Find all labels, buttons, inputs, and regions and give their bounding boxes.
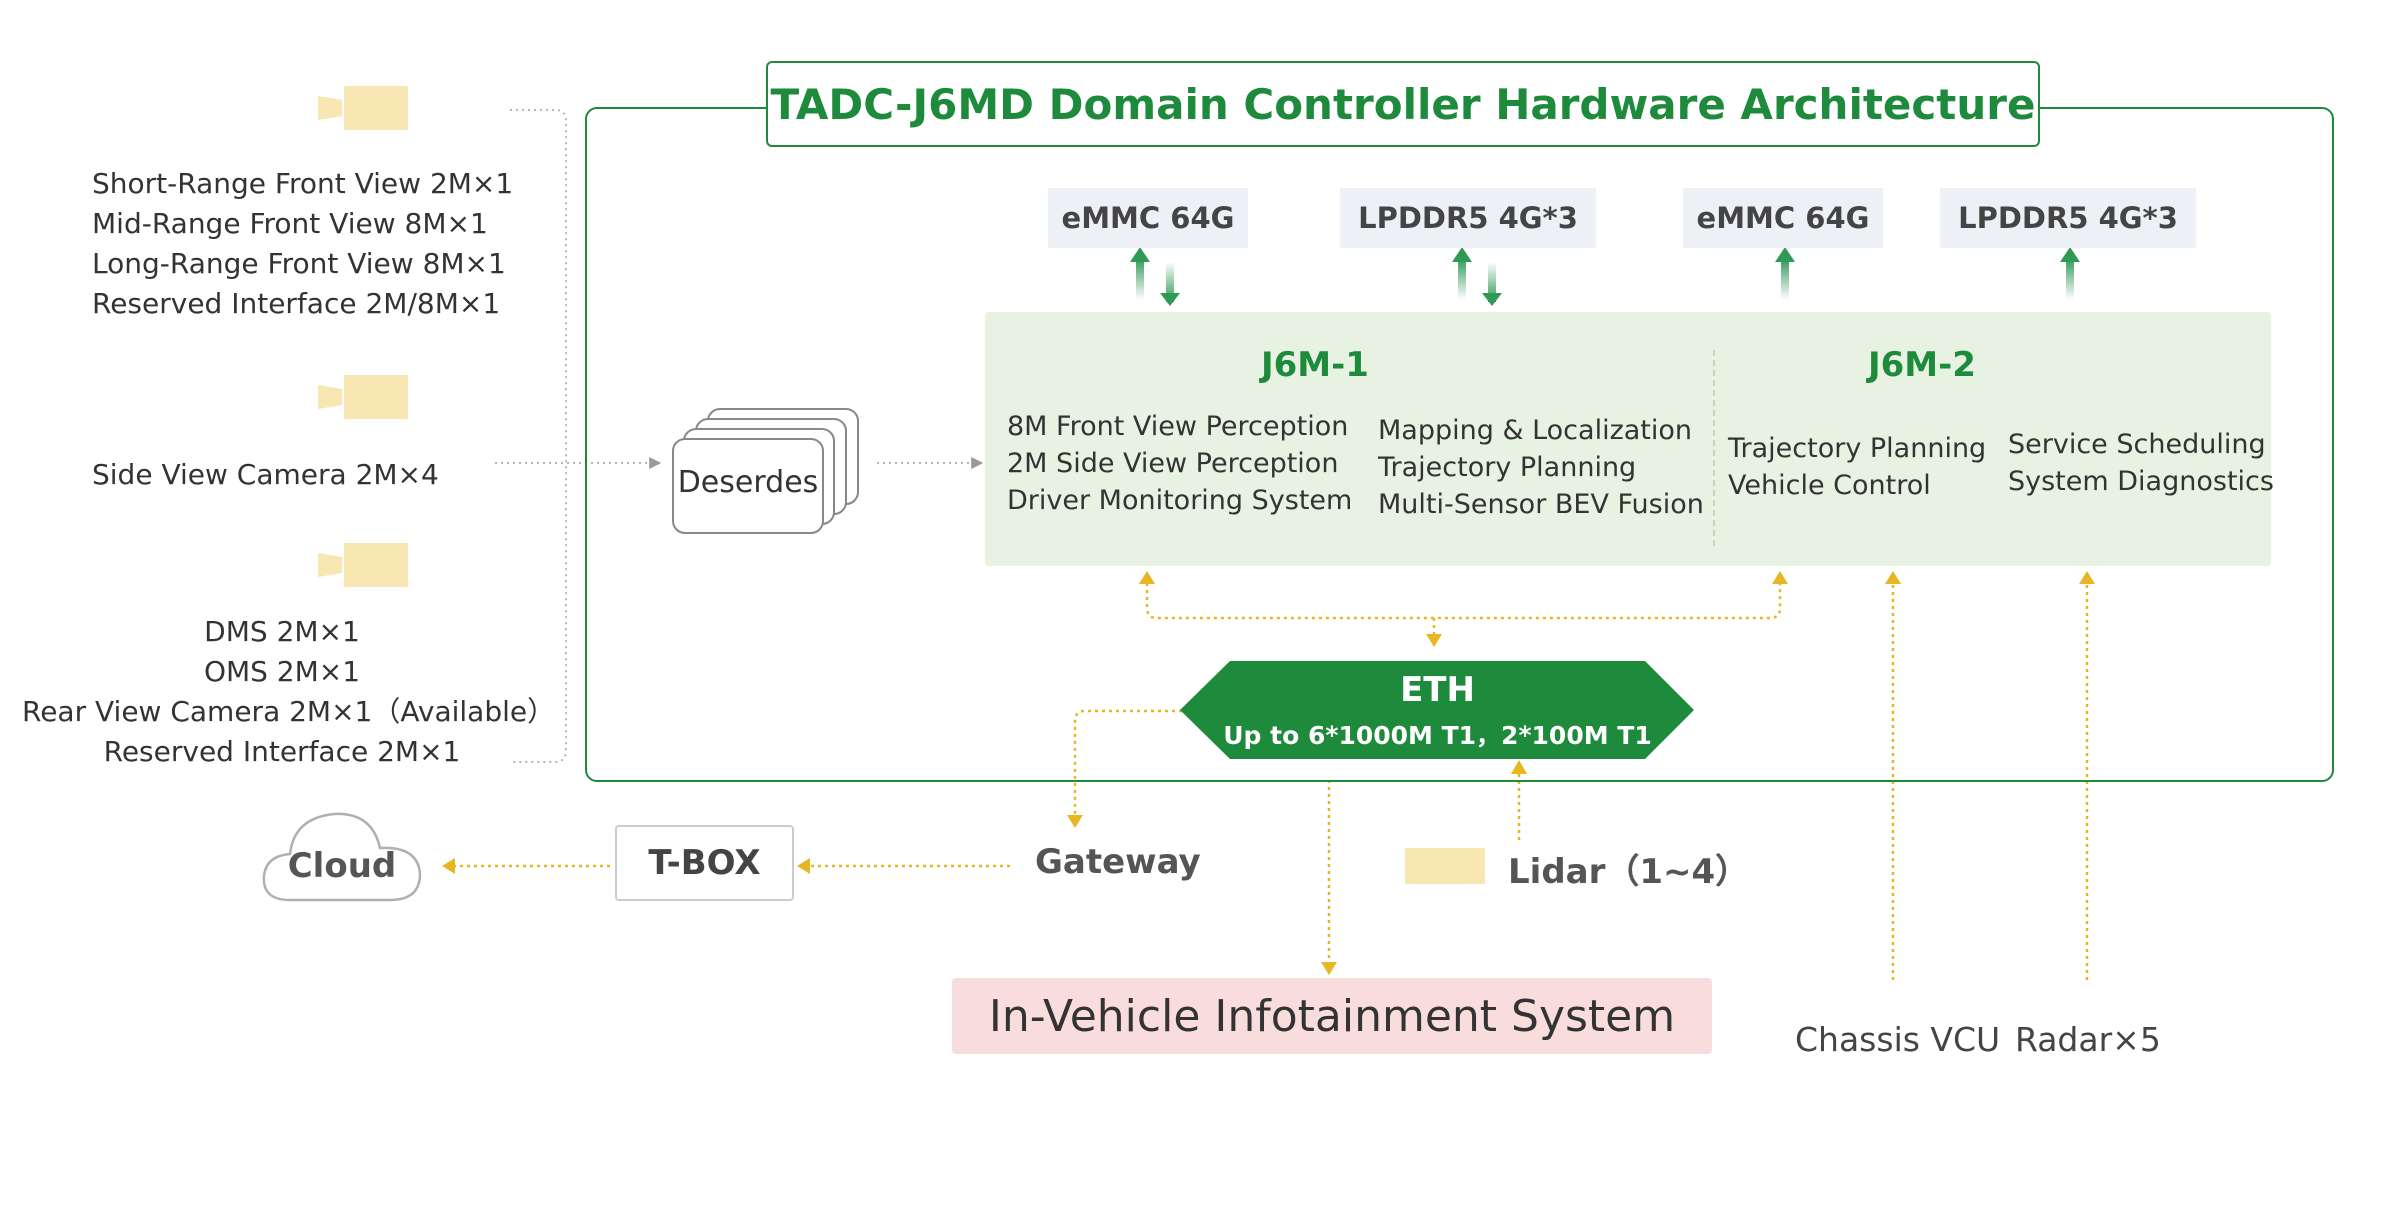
function-item: Trajectory Planning: [1378, 452, 1637, 483]
radar-label: Radar×5: [2015, 1020, 2161, 1059]
camera-icon: [318, 86, 408, 130]
memory-box-emmc-1: eMMC 64G: [1048, 188, 1248, 248]
diagram-title: TADC-J6MD Domain Controller Hardware Arc…: [766, 61, 2040, 147]
soc-panel: [985, 312, 2271, 566]
camera-icon: [318, 543, 408, 587]
chassis-label: Chassis VCU: [1795, 1020, 2001, 1059]
camera-item: Reserved Interface 2M/8M×1: [92, 287, 501, 320]
camera-icon: [318, 375, 408, 419]
j6m-1-functions-col2: Mapping & Localization Trajectory Planni…: [1378, 412, 1704, 523]
deserdes-stack: [672, 408, 859, 534]
eth-label: ETH: [1400, 670, 1475, 710]
j6m-2-functions-col1: Trajectory Planning Vehicle Control: [1728, 430, 1986, 504]
memory-box-lpddr5-2: LPDDR5 4G*3: [1940, 188, 2196, 248]
eth-hexagon: [1180, 661, 1694, 759]
chip-divider: [1713, 350, 1715, 546]
lidar-label: Lidar（1~4）: [1508, 852, 1750, 892]
j6m-2-functions-col2: Service Scheduling System Diagnostics: [2008, 426, 2274, 500]
camera-item: Mid-Range Front View 8M×1: [92, 207, 488, 240]
cabin-camera-list: DMS 2M×1 OMS 2M×1 Rear View Camera 2M×1（…: [22, 612, 556, 772]
memory-arrow-4: [2060, 247, 2080, 300]
camera-item: Side View Camera 2M×4: [92, 458, 439, 491]
side-camera-list: Side View Camera 2M×4: [92, 455, 439, 495]
function-item: Mapping & Localization: [1378, 415, 1693, 446]
eth-subtitle: Up to 6*1000M T1，2*100M T1: [1223, 721, 1652, 750]
cloud-icon: [262, 812, 422, 902]
chip-title-j6m-1: J6M-1: [1261, 345, 1369, 385]
function-item: Trajectory Planning: [1728, 433, 1987, 464]
deserdes-label: Deserdes: [677, 465, 819, 500]
function-item: 2M Side View Perception: [1007, 448, 1339, 479]
cloud-label: Cloud: [287, 846, 397, 886]
camera-item: Rear View Camera 2M×1（Available）: [22, 695, 556, 728]
function-item: 8M Front View Perception: [1007, 411, 1349, 442]
function-item: Service Scheduling: [2008, 429, 2266, 460]
memory-arrow-1: [1130, 247, 1180, 306]
memory-arrow-3: [1775, 247, 1795, 300]
memory-box-lpddr5-1: LPDDR5 4G*3: [1340, 188, 1596, 248]
chip-title-j6m-2: J6M-2: [1868, 345, 1976, 385]
gateway-label: Gateway: [1035, 842, 1201, 882]
camera-item: Long-Range Front View 8M×1: [92, 247, 506, 280]
function-item: Vehicle Control: [1728, 470, 1931, 501]
lidar-icon: [1405, 848, 1485, 884]
function-item: Multi-Sensor BEV Fusion: [1378, 489, 1704, 520]
memory-arrow-2: [1452, 247, 1502, 306]
j6m-1-functions-col1: 8M Front View Perception 2M Side View Pe…: [1007, 408, 1352, 519]
function-item: System Diagnostics: [2008, 466, 2274, 497]
camera-item: Reserved Interface 2M×1: [103, 735, 461, 768]
infotainment-box: In-Vehicle Infotainment System: [952, 978, 1712, 1054]
camera-item: DMS 2M×1: [204, 615, 360, 648]
tbox-box: T-BOX: [615, 825, 794, 901]
camera-bracket: [510, 109, 567, 763]
gateway-connector: [1073, 709, 1182, 815]
camera-item: Short-Range Front View 2M×1: [92, 167, 514, 200]
front-camera-list: Short-Range Front View 2M×1 Mid-Range Fr…: [92, 164, 513, 324]
function-item: Driver Monitoring System: [1007, 485, 1353, 516]
eth-chip-connector: [1145, 576, 1782, 640]
camera-item: OMS 2M×1: [203, 655, 361, 688]
memory-box-emmc-2: eMMC 64G: [1683, 188, 1883, 248]
